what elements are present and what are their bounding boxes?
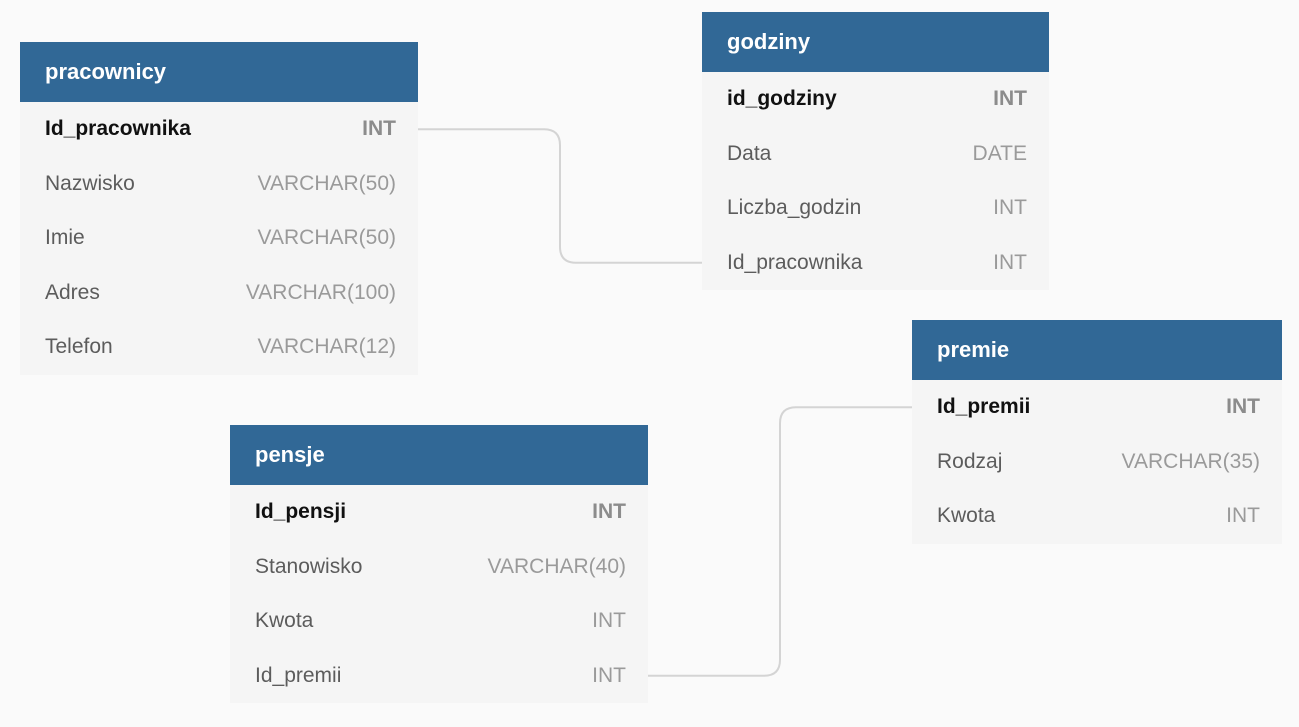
- column-name: Rodzaj: [937, 449, 1003, 473]
- column-row[interactable]: Kwota INT: [230, 594, 648, 649]
- column-type: INT: [993, 196, 1027, 220]
- relation-line-pracownicy-godziny[interactable]: [418, 128, 702, 264]
- column-type: INT: [993, 250, 1027, 274]
- column-row[interactable]: Telefon VARCHAR(12): [20, 320, 418, 375]
- column-row[interactable]: Adres VARCHAR(100): [20, 266, 418, 321]
- table-header[interactable]: pensje: [230, 425, 648, 485]
- column-row[interactable]: Nazwisko VARCHAR(50): [20, 157, 418, 212]
- column-type: VARCHAR(50): [257, 171, 396, 195]
- column-name: Kwota: [255, 609, 314, 633]
- column-name: Liczba_godzin: [727, 196, 862, 220]
- column-type: VARCHAR(40): [487, 554, 626, 578]
- column-type: INT: [1226, 504, 1260, 528]
- column-row[interactable]: Liczba_godzin INT: [702, 181, 1049, 236]
- column-type: INT: [592, 500, 626, 524]
- column-row[interactable]: Stanowisko VARCHAR(40): [230, 540, 648, 595]
- column-row[interactable]: Kwota INT: [912, 489, 1282, 544]
- column-name: Imie: [45, 226, 85, 250]
- column-name: Data: [727, 141, 772, 165]
- primary-key-row[interactable]: id_godziny INT: [702, 72, 1049, 127]
- column-row[interactable]: Id_premii INT: [230, 649, 648, 704]
- column-name: Adres: [45, 280, 100, 304]
- column-type: INT: [1226, 395, 1260, 419]
- table-header[interactable]: pracownicy: [20, 42, 418, 102]
- primary-key-row[interactable]: Id_pracownika INT: [20, 102, 418, 157]
- column-type: VARCHAR(100): [245, 280, 396, 304]
- primary-key-row[interactable]: Id_premii INT: [912, 380, 1282, 435]
- column-name: id_godziny: [727, 87, 837, 111]
- column-name: Nazwisko: [45, 171, 135, 195]
- column-name: Id_premii: [937, 395, 1031, 419]
- column-type: INT: [993, 87, 1027, 111]
- column-name: Telefon: [45, 335, 113, 359]
- column-type: INT: [362, 117, 396, 141]
- column-row[interactable]: Data DATE: [702, 127, 1049, 182]
- column-type: INT: [592, 609, 626, 633]
- column-name: Id_pracownika: [727, 250, 863, 274]
- table-header[interactable]: premie: [912, 320, 1282, 380]
- column-name: Id_premii: [255, 663, 342, 687]
- column-row[interactable]: Imie VARCHAR(50): [20, 211, 418, 266]
- primary-key-row[interactable]: Id_pensji INT: [230, 485, 648, 540]
- column-name: Stanowisko: [255, 554, 363, 578]
- column-type: VARCHAR(50): [257, 226, 396, 250]
- column-name: Kwota: [937, 504, 996, 528]
- column-type: DATE: [972, 141, 1027, 165]
- relation-line-pensje-premie[interactable]: [648, 406, 912, 677]
- column-name: Id_pensji: [255, 500, 347, 524]
- column-row[interactable]: Id_pracownika INT: [702, 236, 1049, 291]
- column-type: VARCHAR(12): [257, 335, 396, 359]
- table-header[interactable]: godziny: [702, 12, 1049, 72]
- column-row[interactable]: Rodzaj VARCHAR(35): [912, 435, 1282, 490]
- column-name: Id_pracownika: [45, 117, 191, 141]
- column-type: INT: [592, 663, 626, 687]
- column-type: VARCHAR(35): [1121, 449, 1260, 473]
